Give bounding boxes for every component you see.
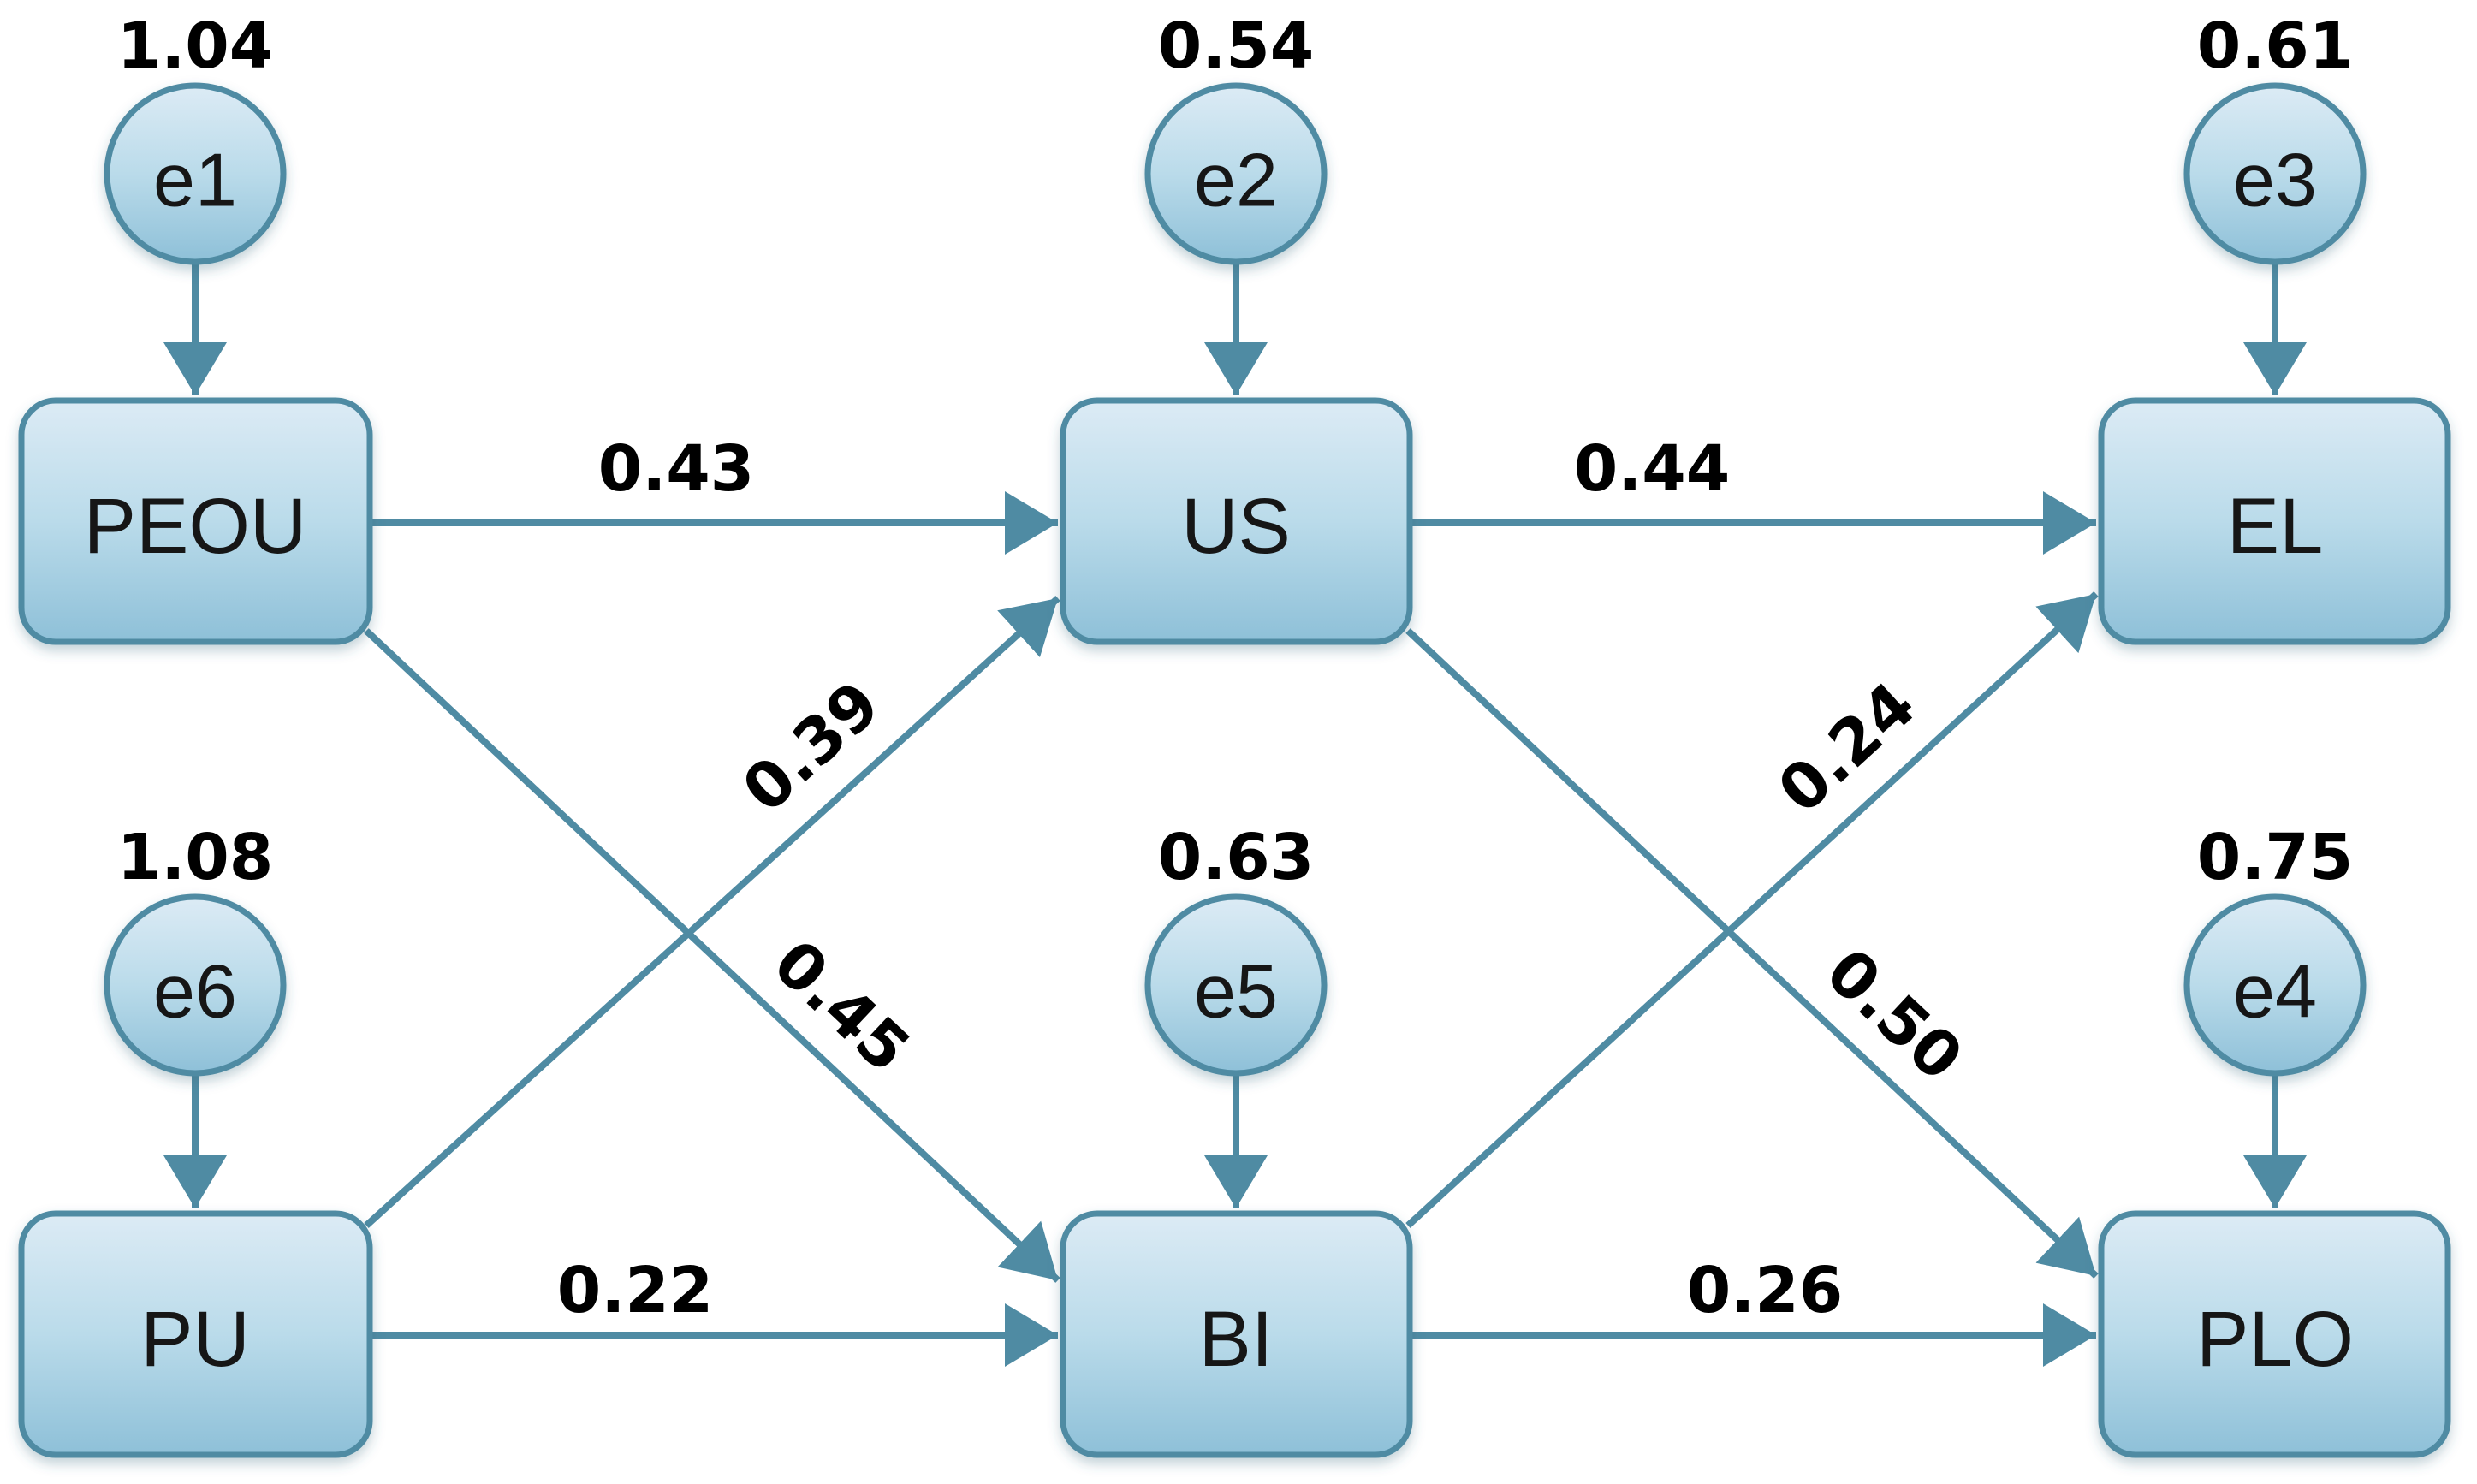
error-circle-e5 (1144, 893, 1328, 1077)
path-arrow-us-plo (1405, 628, 2099, 1279)
node-label-peou: PEOU (84, 483, 307, 570)
error-circle-e3 (2183, 82, 2367, 265)
path-coef-us-el: 0.44 (1574, 432, 1731, 506)
node-box-plo (2098, 1210, 2451, 1458)
error-circle-e2 (1144, 82, 1328, 265)
path-coef-peou-us: 0.43 (598, 432, 755, 506)
variance-label-e2: 0.54 (1158, 9, 1315, 83)
error-label-e6: e6 (153, 949, 237, 1034)
node-box-pu (18, 1210, 373, 1458)
path-coef-bi-plo: 0.26 (1687, 1254, 1844, 1327)
error-circle-e6 (104, 893, 287, 1077)
node-box-us (1060, 397, 1413, 645)
variance-label-e1: 1.04 (117, 9, 274, 83)
node-label-us: US (1181, 483, 1291, 570)
node-box-bi (1060, 1210, 1413, 1458)
node-box-peou (18, 397, 373, 645)
path-arrow-peou-bi (364, 628, 1060, 1283)
node-box-el (2098, 397, 2451, 645)
node-label-el: EL (2227, 483, 2324, 570)
variance-label-e5: 0.63 (1158, 821, 1315, 894)
path-coef-pu-bi: 0.22 (557, 1254, 714, 1327)
node-label-bi: BI (1199, 1296, 1274, 1383)
error-label-e1: e1 (153, 138, 237, 223)
error-label-e2: e2 (1194, 138, 1278, 223)
error-label-e3: e3 (2233, 138, 2317, 223)
error-label-e4: e4 (2233, 949, 2317, 1034)
node-label-pu: PU (140, 1296, 250, 1383)
error-circle-e1 (104, 82, 287, 265)
path-arrow-pu-us (364, 596, 1060, 1228)
error-circle-e4 (2183, 893, 2367, 1077)
path-arrow-bi-el (1405, 591, 2099, 1228)
variance-label-e4: 0.75 (2197, 821, 2354, 894)
error-label-e5: e5 (1194, 949, 1278, 1034)
node-label-plo: PLO (2196, 1296, 2354, 1383)
variance-label-e6: 1.08 (117, 821, 274, 894)
variance-label-e3: 0.61 (2197, 9, 2354, 83)
